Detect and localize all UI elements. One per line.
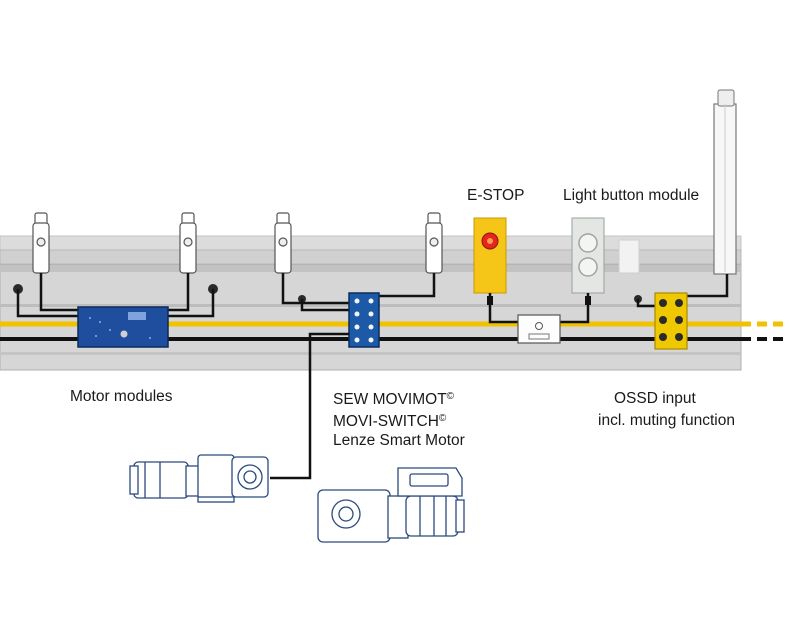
copyright-mark: © xyxy=(438,413,447,424)
sew-movimot-label: SEW MOVIMOT© xyxy=(333,386,454,411)
motor-icon xyxy=(317,467,465,543)
motor-drop-cable xyxy=(270,332,349,480)
estop-icon xyxy=(473,217,507,294)
ossd-label-line2: incl. muting function xyxy=(598,412,735,429)
ossd-module xyxy=(654,292,688,350)
ossd-label-line1: OSSD input xyxy=(614,390,696,407)
light-button-label: Light button module xyxy=(563,187,700,204)
sew-movimot-text: SEW MOVIMOT xyxy=(333,391,447,408)
movi-switch-label: MOVI-SWITCH© xyxy=(333,408,446,433)
io-module xyxy=(348,292,380,348)
mount-plate xyxy=(618,239,640,274)
motor-icon xyxy=(129,454,269,503)
copyright-mark: © xyxy=(446,391,455,402)
light-button-icon xyxy=(571,217,605,294)
lenze-label: Lenze Smart Motor xyxy=(333,432,465,449)
motor-module xyxy=(77,306,169,348)
movi-switch-text: MOVI-SWITCH xyxy=(333,413,439,430)
estop-label: E-STOP xyxy=(467,187,525,204)
motor-modules-label: Motor modules xyxy=(70,388,173,405)
sensor-cables xyxy=(16,273,436,318)
junction-box xyxy=(517,314,561,344)
light-grid-icon xyxy=(713,89,737,275)
